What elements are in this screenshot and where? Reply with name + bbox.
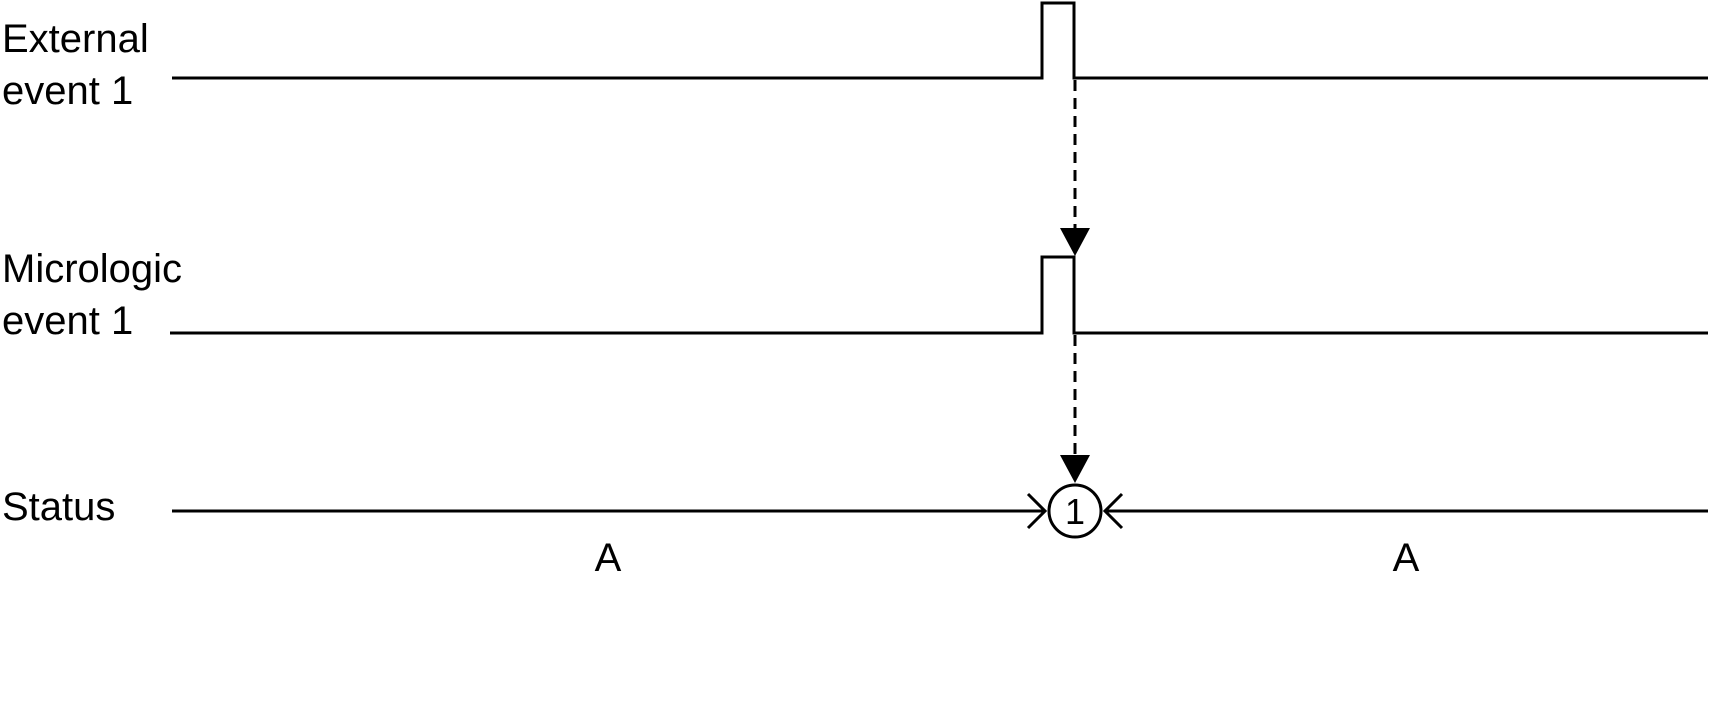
arrowhead-status <box>1060 455 1090 483</box>
external-event-label-line2: event 1 <box>2 69 133 113</box>
arrowhead-micrologic <box>1060 228 1090 256</box>
external-event-label-line1: External <box>2 17 149 61</box>
status-event-number: 1 <box>1065 491 1085 532</box>
status-label: Status <box>2 485 115 529</box>
status-arrow-left-head <box>1026 492 1048 530</box>
micrologic-event-waveform <box>170 255 1708 335</box>
micrologic-event-label-line1: Micrologic <box>2 247 182 291</box>
micrologic-event-label-line2: event 1 <box>2 299 133 343</box>
external-event-waveform <box>172 1 1708 80</box>
status-arrow-right-head <box>1102 492 1124 530</box>
state-label-after: A <box>1393 536 1420 580</box>
state-label-before: A <box>595 536 622 580</box>
status-event-circle <box>1047 483 1103 539</box>
